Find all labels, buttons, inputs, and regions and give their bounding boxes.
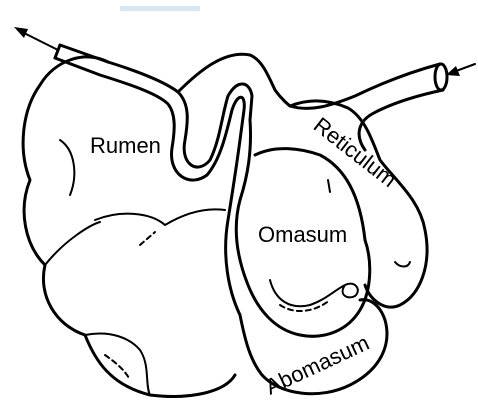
esophagus bbox=[14, 27, 475, 180]
omasum-folds bbox=[270, 280, 358, 306]
label-omasum: Omasum bbox=[258, 222, 347, 247]
top-bar bbox=[120, 6, 200, 11]
rumen-fold-4 bbox=[85, 333, 150, 395]
label-abomasum: Abomasum bbox=[262, 330, 373, 400]
label-reticulum: Reticulum bbox=[309, 112, 401, 192]
omasum-tick bbox=[328, 180, 330, 192]
rumen-fold-2 bbox=[95, 209, 225, 225]
arrow-right-head bbox=[446, 66, 460, 76]
reticulum-mark bbox=[395, 262, 410, 267]
rumen-dash-2 bbox=[105, 355, 130, 380]
label-rumen: Rumen bbox=[90, 133, 161, 158]
rumen-fold-1 bbox=[60, 140, 74, 195]
rumen-dash-1 bbox=[140, 232, 155, 245]
rumen-fold-3 bbox=[45, 222, 100, 265]
arrow-left-head bbox=[14, 27, 28, 38]
